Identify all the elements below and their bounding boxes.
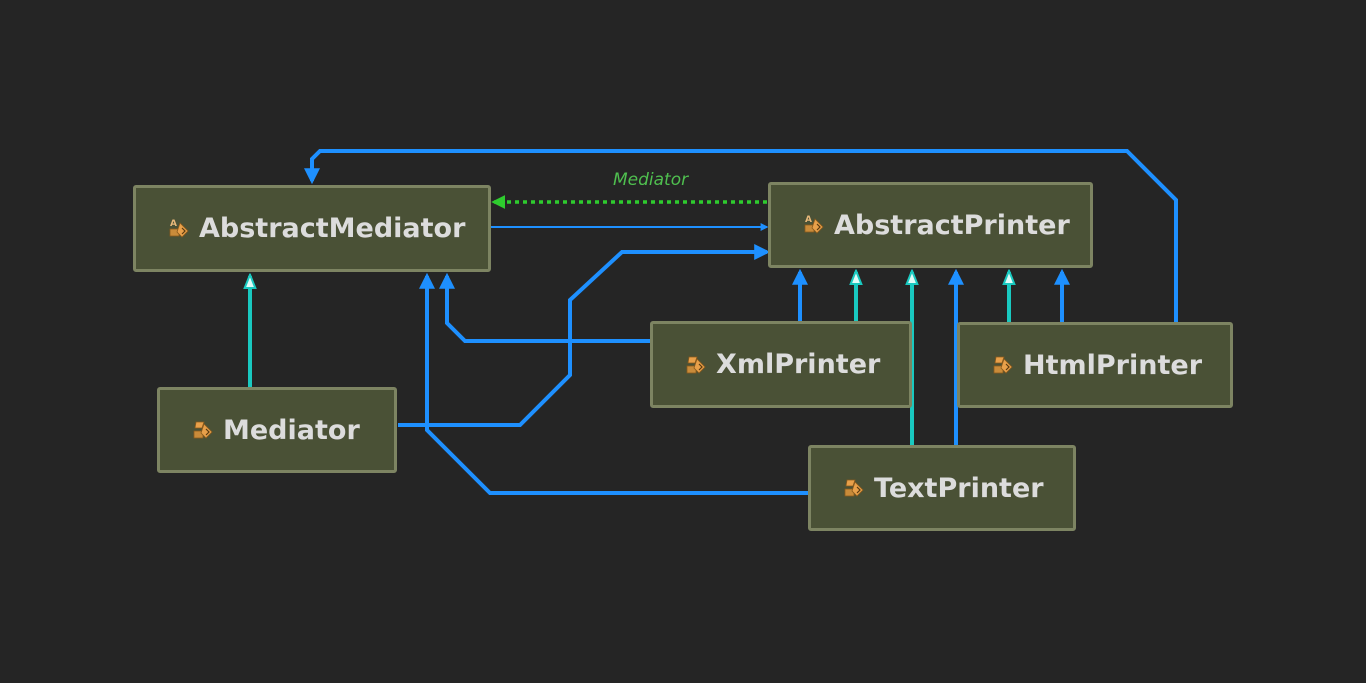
node-abstract-mediator[interactable]: A AbstractMediator — [133, 185, 491, 272]
class-icon — [686, 356, 706, 374]
node-xml-printer[interactable]: XmlPrinter — [650, 321, 912, 408]
node-label: HtmlPrinter — [1023, 349, 1203, 381]
svg-text:A: A — [170, 219, 177, 229]
class-icon — [193, 421, 213, 439]
node-abstract-printer[interactable]: A AbstractPrinter — [768, 182, 1093, 268]
node-text-printer[interactable]: TextPrinter — [808, 445, 1076, 531]
edge-mediator-to-abstractprinter[interactable] — [398, 244, 771, 427]
edge-label-mediator: Mediator — [613, 170, 689, 190]
node-label: TextPrinter — [874, 472, 1044, 504]
class-icon — [844, 479, 864, 497]
node-label: AbstractMediator — [199, 213, 466, 244]
edge-textprinter-to-abstractmediator[interactable] — [419, 272, 809, 495]
node-mediator[interactable]: Mediator — [157, 387, 397, 473]
class-icon — [993, 356, 1013, 374]
edge-htmlprinter-to-abstractmediator[interactable] — [304, 149, 1178, 323]
node-label: AbstractPrinter — [834, 209, 1070, 241]
svg-text:A: A — [805, 215, 812, 225]
edge-xmlprinter-to-abstractmediator[interactable] — [439, 272, 652, 343]
node-label: Mediator — [223, 414, 360, 446]
abstract-class-icon: A — [169, 219, 189, 238]
abstract-class-icon: A — [804, 215, 824, 234]
node-label: XmlPrinter — [716, 349, 881, 380]
node-html-printer[interactable]: HtmlPrinter — [957, 322, 1233, 408]
